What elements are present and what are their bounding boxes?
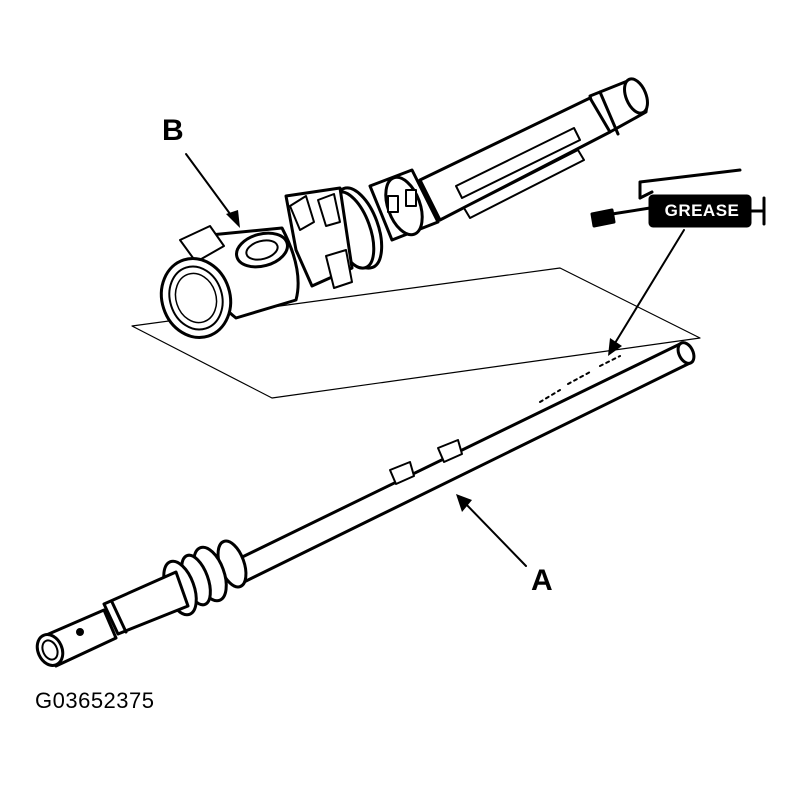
leader-arrows xyxy=(185,153,685,567)
part-b-assembly xyxy=(159,77,649,339)
leader-a xyxy=(461,499,527,567)
callout-b: B xyxy=(162,114,184,147)
grease-label: GREASE xyxy=(664,201,740,220)
reference-plane xyxy=(131,267,701,399)
leader-b xyxy=(185,153,237,223)
leader-grease xyxy=(611,229,685,349)
grease-gun xyxy=(590,168,766,228)
figure-id: G03652375 xyxy=(35,688,155,713)
callout-a: A xyxy=(531,564,553,597)
part-a-shaft xyxy=(35,341,696,668)
